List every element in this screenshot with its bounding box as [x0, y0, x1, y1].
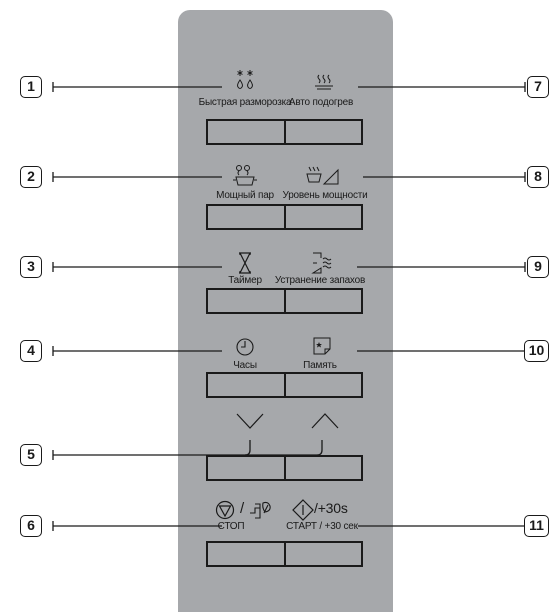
clock-icon: [236, 338, 254, 356]
defrost-button[interactable]: [208, 121, 285, 143]
stop-label: СТОП: [217, 521, 245, 532]
defrost-icon: [237, 70, 253, 89]
clock-label: Часы: [233, 360, 257, 371]
defrost-label: Быстрая разморозка: [198, 97, 292, 108]
hourglass-icon: [239, 252, 251, 274]
power-level-icon: [306, 166, 339, 185]
stop-icon: [215, 500, 235, 520]
eco-icon: [250, 501, 271, 519]
timer-button[interactable]: [208, 290, 285, 312]
up-button[interactable]: [284, 457, 362, 479]
down-button[interactable]: [208, 457, 285, 479]
deodorize-button[interactable]: [284, 290, 362, 312]
callout-2: 2: [20, 166, 42, 188]
start-label: СТАРТ / +30 сек: [286, 521, 358, 532]
plus-30s-text: /+30s: [314, 500, 348, 516]
button-row-1: [206, 119, 363, 145]
callout-3: 3: [20, 256, 42, 278]
callout-9: 9: [527, 256, 549, 278]
power-level-label: Уровень мощности: [282, 190, 368, 201]
callout-8: 8: [527, 166, 549, 188]
button-row-2: [206, 204, 363, 230]
timer-label: Таймер: [228, 275, 262, 286]
callout-6: 6: [20, 515, 42, 537]
callout-11: 11: [524, 515, 549, 537]
power-steam-label: Мощный пар: [216, 190, 274, 201]
memory-icon: [313, 337, 331, 355]
stop-button[interactable]: [208, 543, 285, 565]
memory-button[interactable]: [284, 374, 362, 396]
button-row-3: [206, 288, 363, 314]
power-steam-icon: [233, 165, 257, 186]
auto-reheat-label: Авто подогрев: [288, 97, 354, 108]
callout-1: 1: [20, 76, 42, 98]
button-row-5: [206, 455, 363, 481]
button-row-6: [206, 541, 363, 567]
clock-button[interactable]: [208, 374, 285, 396]
deodorize-label: Устранение запахов: [274, 275, 366, 286]
auto-reheat-button[interactable]: [284, 121, 362, 143]
button-row-4: [206, 372, 363, 398]
stop-slash: /: [240, 500, 244, 517]
memory-label: Память: [303, 360, 337, 371]
callout-5: 5: [20, 444, 42, 466]
power-steam-button[interactable]: [208, 206, 285, 228]
deodorize-icon: [311, 252, 332, 274]
power-level-button[interactable]: [284, 206, 362, 228]
chevron-up-icon: [311, 413, 339, 429]
chevron-down-icon: [236, 413, 264, 429]
start-button[interactable]: [284, 543, 362, 565]
auto-reheat-icon: [315, 74, 333, 90]
callout-4: 4: [20, 340, 42, 362]
callout-7: 7: [527, 76, 549, 98]
start-icon: [292, 499, 314, 521]
callout-10: 10: [524, 340, 549, 362]
